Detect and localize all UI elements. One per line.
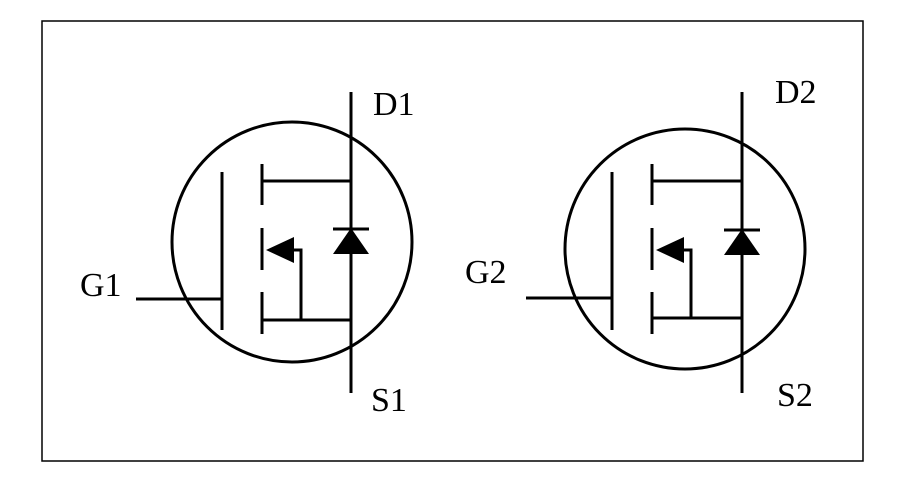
mosfet-1-source-label: S1: [371, 382, 407, 419]
mosfet-2-diode-triangle: [724, 229, 760, 255]
mosfet-1-gate-label: G1: [80, 267, 122, 304]
mosfet-2-body-circle: [563, 127, 807, 371]
mosfet-1-diode-triangle: [333, 228, 369, 254]
mosfet-1: [136, 92, 414, 393]
mosfet-1-channel-arrow: [266, 237, 294, 263]
mosfet-2-channel-arrow: [656, 237, 684, 263]
mosfet-2-gate-label: G2: [465, 254, 507, 291]
mosfet-1-body-circle: [170, 120, 414, 364]
mosfet-2: [526, 92, 807, 393]
mosfet-2-drain-label: D2: [775, 74, 817, 111]
mosfet-2-source-label: S2: [777, 377, 813, 414]
mosfet-1-drain-label: D1: [373, 86, 415, 123]
diagram-frame: [41, 20, 864, 462]
